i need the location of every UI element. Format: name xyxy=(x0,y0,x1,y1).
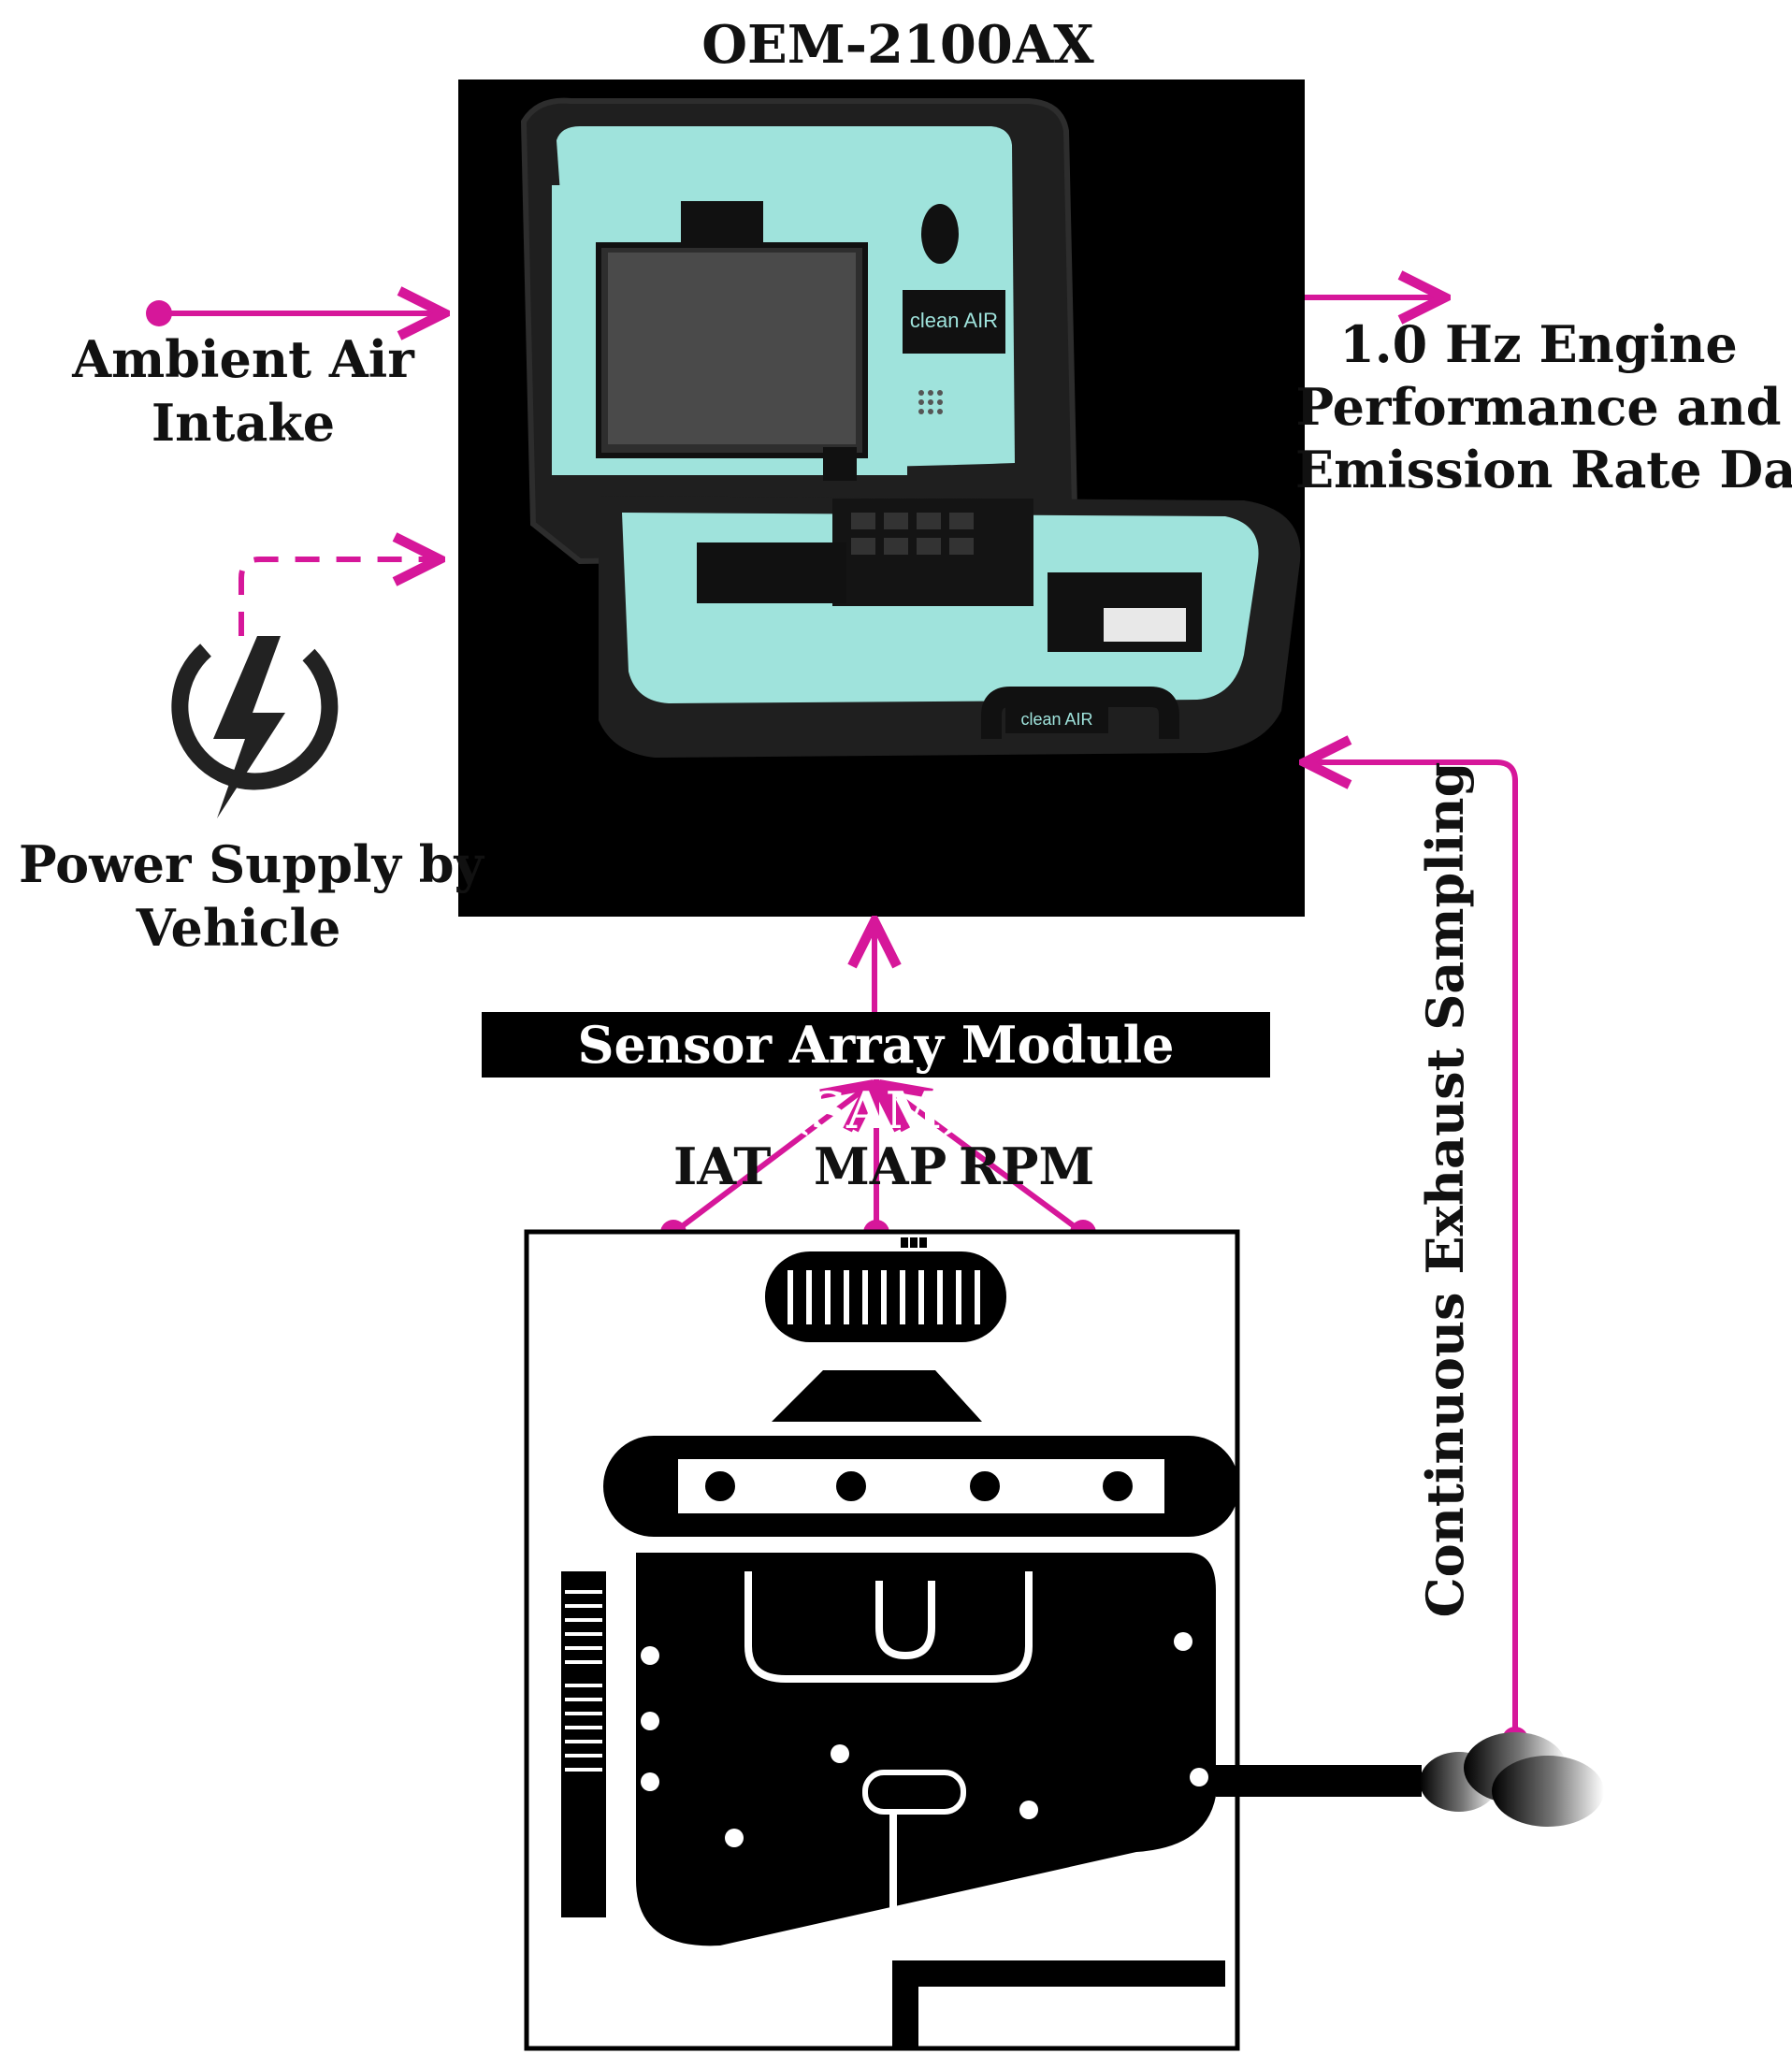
output-label: 1.0 Hz Engine Performance and Emission R… xyxy=(1295,314,1792,499)
device-photo: clean AIR clean AIR xyxy=(458,80,1305,917)
brand-plate xyxy=(681,201,763,244)
map-label: MAP xyxy=(814,1136,947,1196)
connectors xyxy=(159,297,1518,1738)
lightning-bolt-icon xyxy=(171,636,339,818)
sam-box xyxy=(482,1012,1270,1078)
sam-label: Sensor Array Module (SAM) xyxy=(577,1015,1175,1140)
power-arrow xyxy=(238,559,440,636)
rpm-arrow xyxy=(883,1085,1085,1236)
svg-text:clean AIR: clean AIR xyxy=(1020,710,1092,729)
device-title: OEM-2100AX xyxy=(701,14,1094,76)
clean-air-logo: clean AIR xyxy=(910,309,998,332)
power-supply-label: Power Supply by Vehicle xyxy=(19,834,484,958)
iat-arrow xyxy=(672,1085,870,1236)
sensor-labels: IAT MAP RPM xyxy=(673,1134,1094,1199)
iat-label: IAT xyxy=(673,1136,772,1196)
engine-icon xyxy=(524,1229,1422,2051)
clean-air-plate xyxy=(903,290,1005,354)
exhaust-label: Continuous Exhaust Sampling xyxy=(1415,761,1475,1618)
ambient-air-label: Ambient Air Intake xyxy=(72,329,414,453)
smoke-cloud-icon xyxy=(1420,1732,1604,1827)
rpm-label: RPM xyxy=(959,1136,1095,1196)
exhaust-arrow xyxy=(1305,762,1518,1738)
